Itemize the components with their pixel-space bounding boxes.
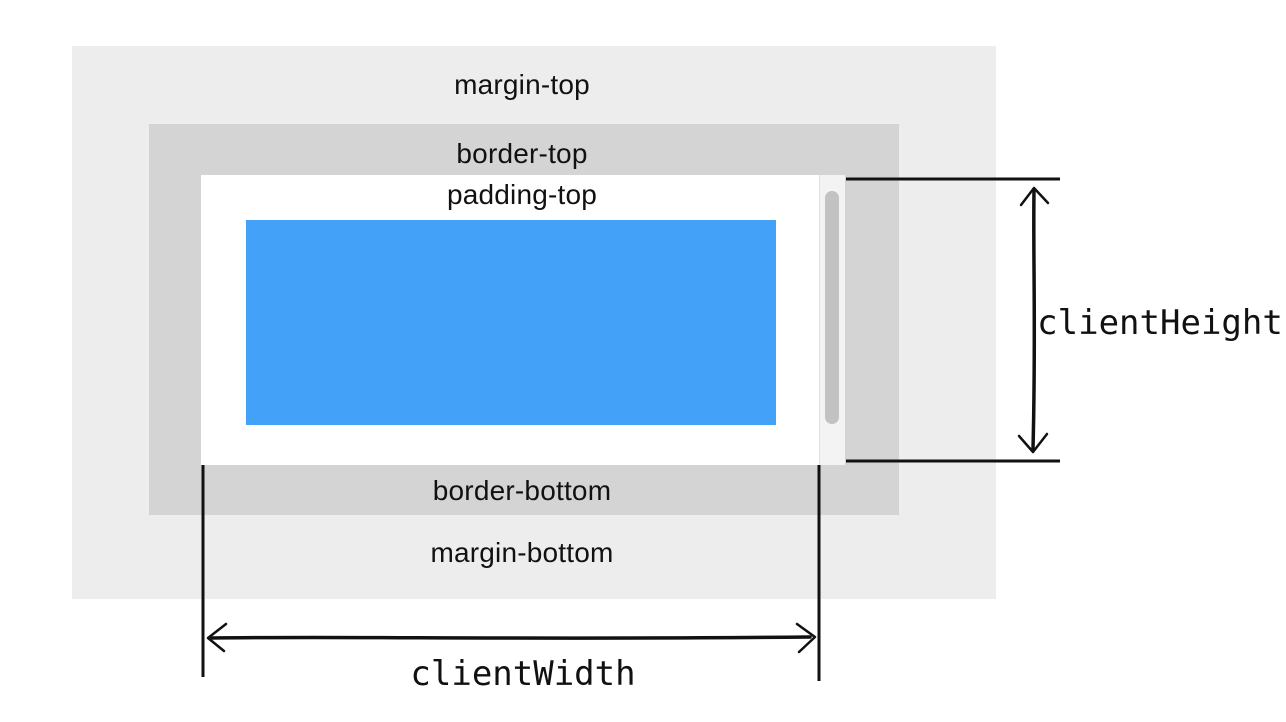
client-height-arrow-head-top: [1019, 186, 1050, 207]
client-width-arrow-head-right: [795, 622, 817, 654]
content-box: [246, 220, 776, 425]
margin-bottom-label: margin-bottom: [430, 537, 614, 568]
border-top-label: border-top: [456, 138, 588, 169]
border-bottom-label: border-bottom: [432, 475, 612, 506]
margin-top-label: margin-top: [454, 69, 590, 100]
scrollbar-thumb: [825, 191, 839, 424]
client-width-arrow-head-left: [206, 622, 228, 653]
client-width-label: clientWidth: [410, 654, 636, 694]
client-height-arrow-shaft: [1031, 188, 1037, 451]
client-height-arrow-head-bottom: [1017, 432, 1049, 454]
padding-top-label: padding-top: [446, 179, 598, 210]
client-height-label: clientHeight: [1037, 303, 1283, 343]
client-width-arrow-shaft: [210, 635, 812, 640]
